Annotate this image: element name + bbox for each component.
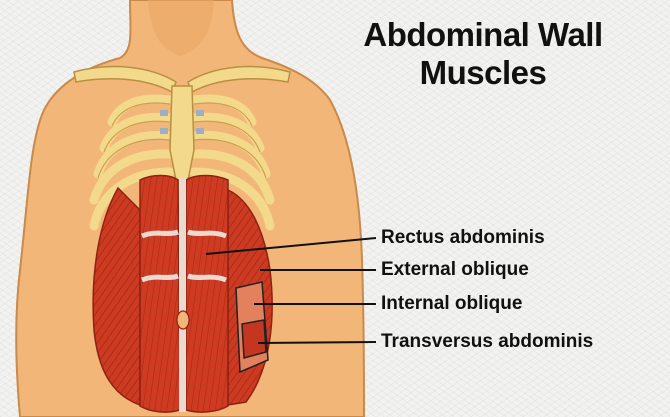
label-rectus-abdominis: Rectus abdominis xyxy=(381,227,545,249)
transversus-window xyxy=(242,320,266,358)
linea-alba xyxy=(179,178,186,412)
leader-line-transversus xyxy=(258,342,376,343)
label-transversus-abdominis: Transversus abdominis xyxy=(381,331,593,353)
sternum xyxy=(170,86,194,180)
rectus-abdominis-right xyxy=(186,176,228,413)
title-line-1: Abdominal Wall xyxy=(318,16,648,54)
label-external-oblique: External oblique xyxy=(381,259,529,281)
rectus-abdominis-left xyxy=(140,176,180,413)
label-internal-oblique: Internal oblique xyxy=(381,293,522,315)
title-line-2: Muscles xyxy=(318,54,648,92)
navel xyxy=(177,311,189,329)
